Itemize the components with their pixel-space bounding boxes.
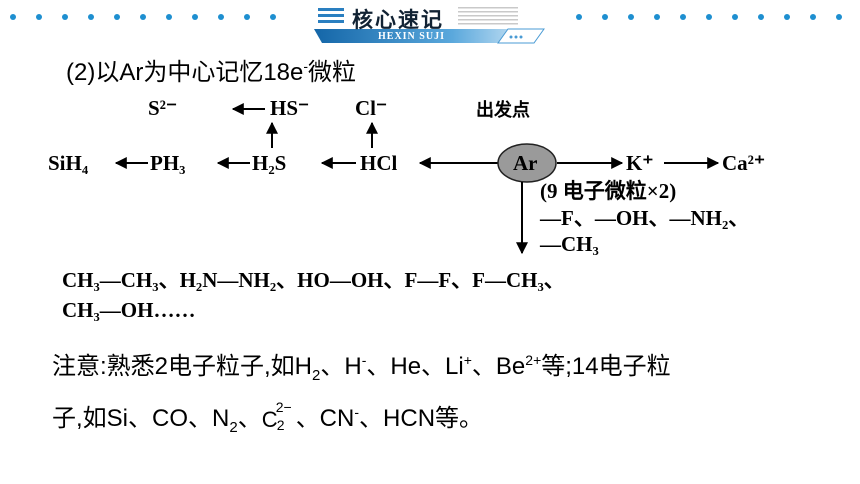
species-hsminus: HS⁻: [270, 96, 309, 120]
dot: [244, 14, 250, 20]
ar-label: Ar: [513, 151, 538, 175]
intro-sup: -: [303, 58, 309, 74]
note-text: 注意:熟悉2电子粒子,如H: [52, 353, 313, 380]
dot: [166, 14, 172, 20]
note-line-1: 注意:熟悉2电子粒子,如H2、H-、He、Li+、Be2+等;14电子粒: [52, 346, 671, 384]
banner-graphic: [314, 7, 545, 44]
species-h2s: H₂S: [252, 151, 286, 175]
note-sub: 2: [229, 418, 238, 436]
dot: [88, 14, 94, 20]
left-dot-row: [10, 14, 280, 22]
species-kplus: K⁺: [626, 151, 653, 175]
note-sup: -: [361, 352, 367, 368]
dot: [654, 14, 660, 20]
ion-sup: 2−: [275, 399, 292, 415]
nine-electron-line2: —CH₃: [539, 232, 599, 256]
dot: [680, 14, 686, 20]
nine-electron-line1: —F、—OH、—NH₂、: [539, 206, 749, 230]
note-text: 、HCN等。: [359, 405, 484, 432]
dot: [62, 14, 68, 20]
dot: [784, 14, 790, 20]
note-sup: 2+: [525, 352, 542, 368]
note-text: 、H: [320, 353, 362, 380]
header-banner: 核心速记 HEXIN SUJI: [308, 2, 548, 46]
species-ph3: PH₃: [150, 151, 185, 175]
bottom-line-1: CH₃—CH₃、H₂N—NH₂、HO—OH、F—F、F—CH₃、: [62, 268, 565, 292]
species-ca2plus: Ca²⁺: [722, 151, 765, 175]
dot: [732, 14, 738, 20]
dot: [602, 14, 608, 20]
ion-base: C: [261, 407, 278, 432]
species-clminus: Cl⁻: [355, 96, 387, 120]
note-text: 等;14电子粒: [541, 353, 671, 380]
note-text: 子,如Si、CO、N: [52, 405, 230, 432]
intro-suffix: 微粒: [308, 59, 357, 86]
note-text: 、CN: [295, 405, 355, 432]
intro-line: (2)以Ar为中心记忆18e-微粒: [66, 52, 356, 87]
intro-prefix: (2)以Ar为中心记忆18e: [66, 59, 304, 86]
dot: [114, 14, 120, 20]
dot: [836, 14, 842, 20]
banner-title: 核心速记: [352, 7, 444, 32]
note-sub: 2: [312, 366, 321, 384]
note-sup: +: [463, 352, 472, 368]
dot: [810, 14, 816, 20]
nine-electron-title: (9 电子微粒×2): [540, 179, 676, 203]
ion-sub: 2: [276, 417, 285, 433]
dot: [706, 14, 712, 20]
ar-node: [497, 143, 557, 183]
right-dot-row: [576, 14, 856, 22]
note-sup: -: [354, 404, 360, 420]
dot: [192, 14, 198, 20]
note-text: 、He、Li: [366, 353, 464, 380]
dot: [10, 14, 16, 20]
note-text: 、Be: [471, 353, 526, 380]
species-s2minus: S²⁻: [148, 96, 177, 120]
ar-particle-diagram: 出发点 S²⁻ HS⁻ Cl⁻ SiH₄ PH₃ H₂S HCl Ar K⁺ C…: [48, 96, 765, 322]
dot: [270, 14, 276, 20]
bottom-line-2: CH₃—OH……: [62, 298, 195, 322]
banner-subtitle: HEXIN SUJI: [378, 31, 445, 42]
dot: [140, 14, 146, 20]
dots-icon: [509, 35, 523, 39]
note-text: 、: [237, 405, 262, 432]
menu-lines-icon: [318, 8, 344, 23]
species-sih4: SiH₄: [48, 151, 89, 175]
dot: [218, 14, 224, 20]
dot: [576, 14, 582, 20]
species-hcl: HCl: [360, 151, 398, 175]
dot: [36, 14, 42, 20]
dot: [758, 14, 764, 20]
dot: [628, 14, 634, 20]
start-point-label: 出发点: [476, 99, 530, 121]
